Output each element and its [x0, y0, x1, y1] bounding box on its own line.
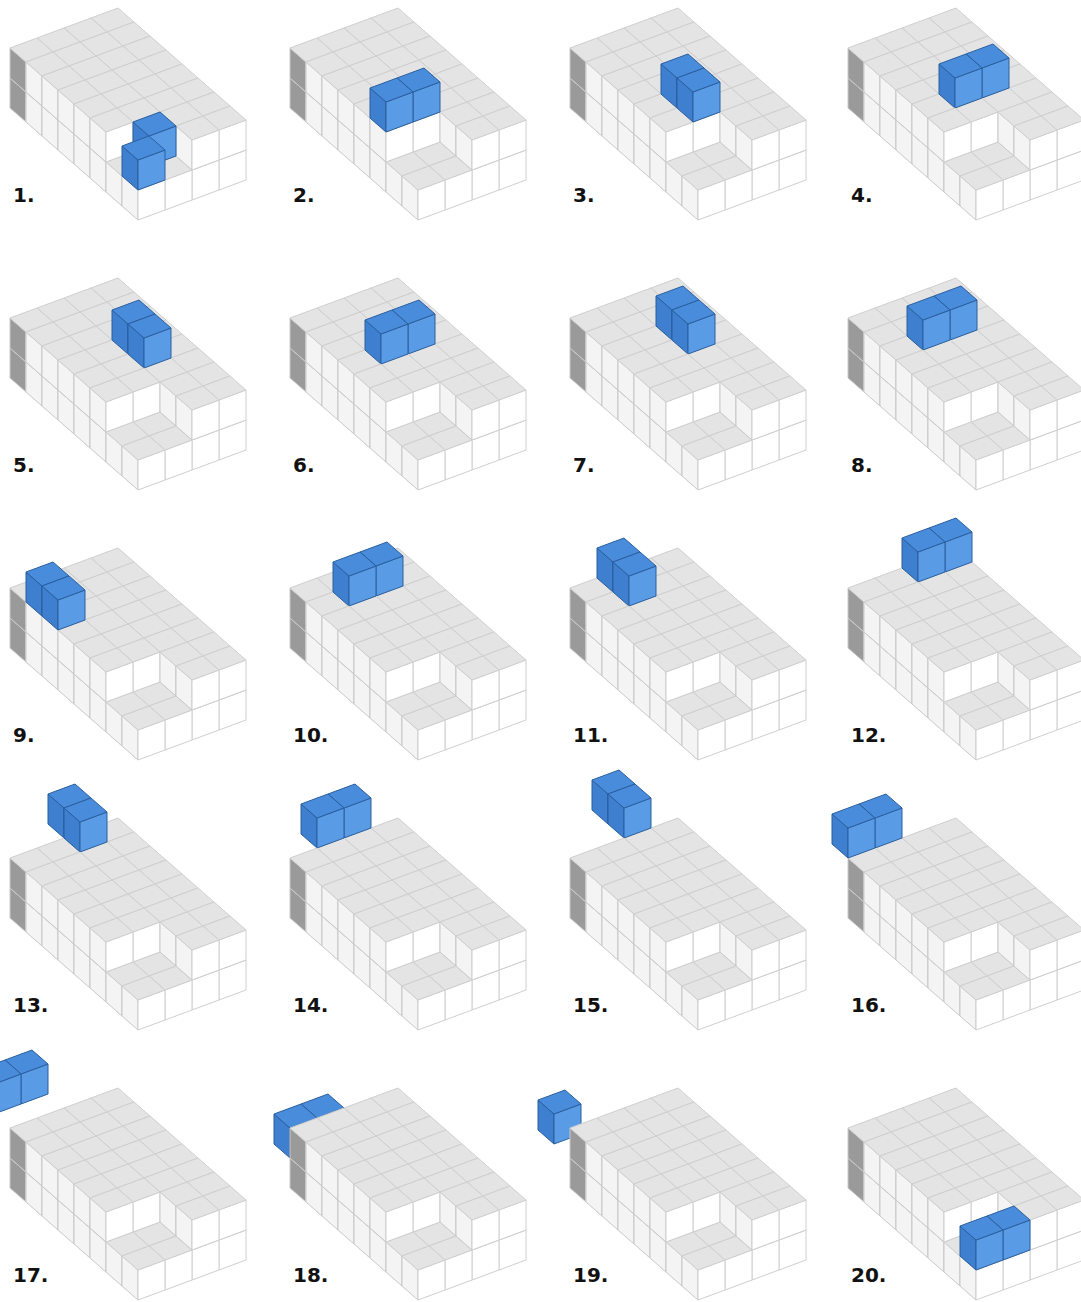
blue-cube-face [122, 136, 165, 160]
grey-cube-face [402, 436, 445, 460]
grey-cube-face [176, 386, 219, 410]
grey-cube-face [402, 166, 445, 190]
grey-cube-face [682, 166, 725, 190]
grey-cube-face [456, 386, 499, 410]
grey-cube-face [736, 116, 779, 140]
grey-cube-face [370, 378, 413, 402]
grey-cube-face [456, 656, 499, 680]
blue-cube-face [128, 314, 171, 338]
grey-cube-face [960, 166, 1003, 190]
blue-cube-face [365, 310, 408, 334]
grey-cube-face [736, 386, 779, 410]
grey-cube-face [1014, 386, 1057, 410]
blue-cube-face [672, 300, 715, 324]
grey-cube-face [370, 648, 413, 672]
grey-cube-face [90, 108, 133, 132]
blue-cube-face [939, 54, 982, 78]
grey-cube-face [960, 436, 1003, 460]
grey-cube-face [650, 378, 693, 402]
blue-cube-face [333, 552, 376, 576]
blue-cube-face [907, 296, 950, 320]
blue-cube-face [677, 68, 720, 92]
grey-cube-face [122, 436, 165, 460]
grey-cube-face [1014, 116, 1057, 140]
blue-cube-face [42, 576, 85, 600]
grey-cube-face [682, 436, 725, 460]
grey-cube-face [928, 378, 971, 402]
blue-cube-face [133, 112, 176, 136]
grey-cube-face [176, 656, 219, 680]
grey-cube-face [90, 648, 133, 672]
blue-cube-face [370, 78, 413, 102]
grey-cube-face [402, 706, 445, 730]
grey-cube-face [176, 116, 219, 140]
blue-cube-face [613, 552, 656, 576]
grey-cube-face [456, 116, 499, 140]
grey-cube-face [122, 706, 165, 730]
grey-cube-face [90, 378, 133, 402]
grey-cube-face [928, 108, 971, 132]
